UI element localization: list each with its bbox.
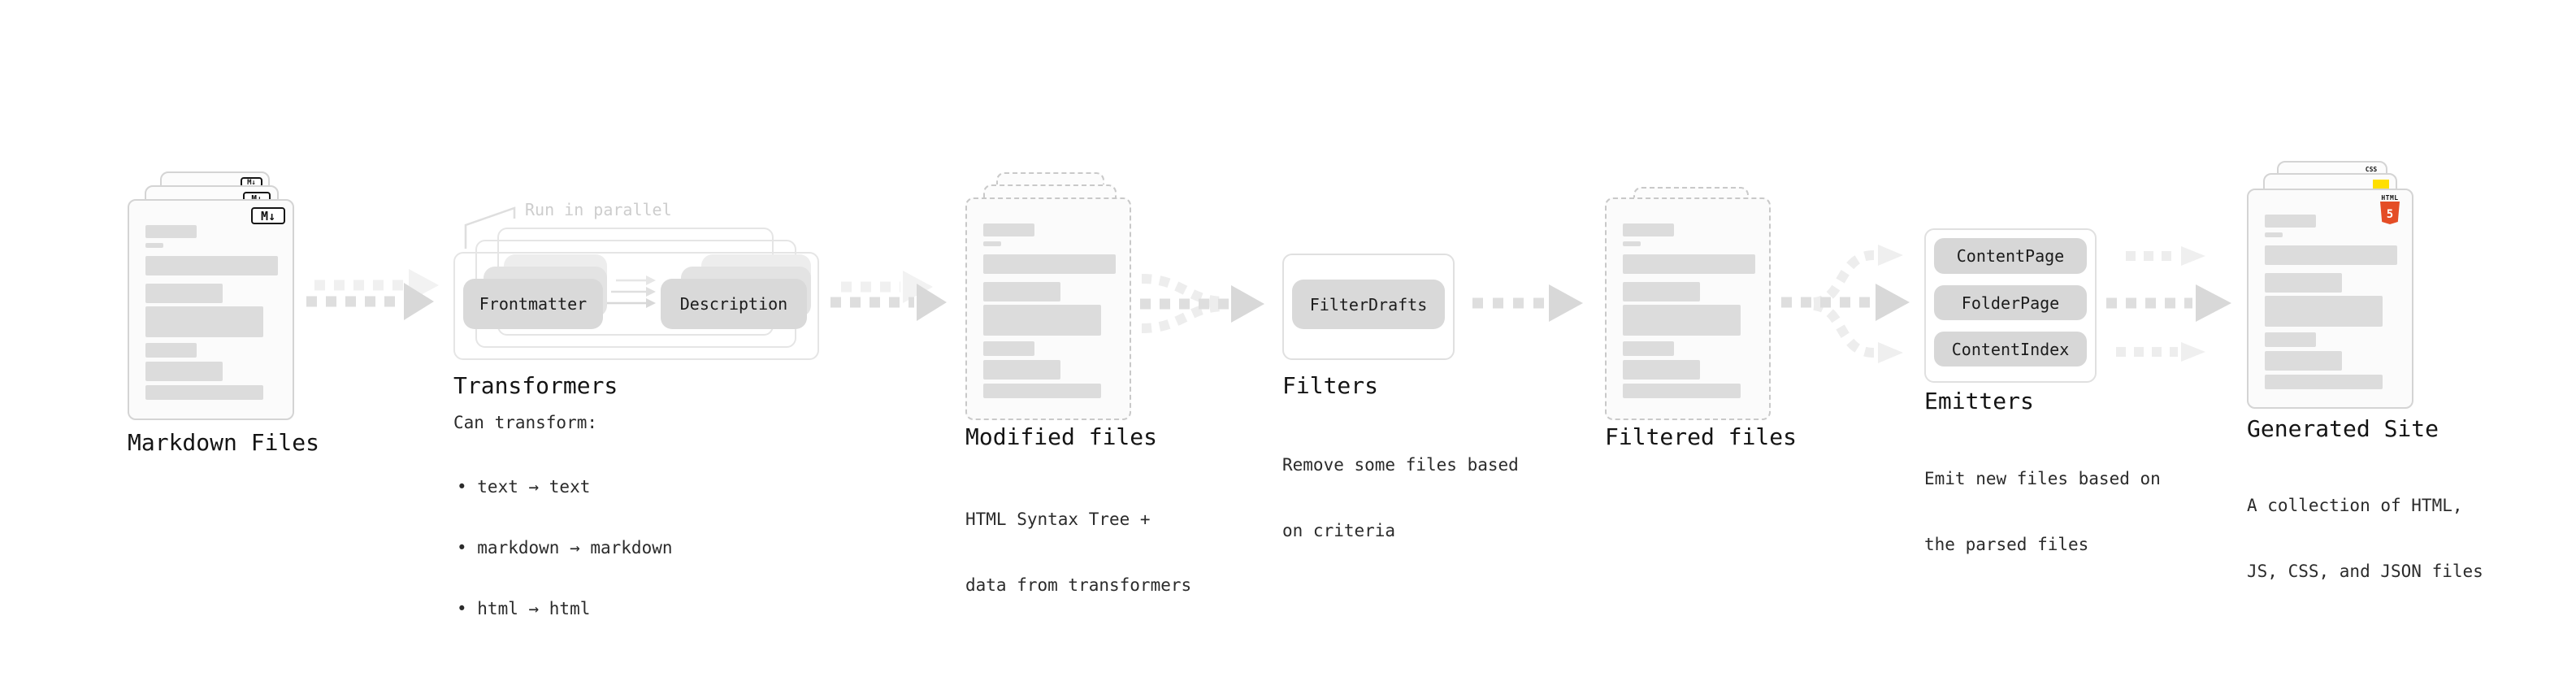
html-file-card: HTML 5	[2247, 189, 2413, 409]
filters-label: Filters	[1282, 372, 1379, 399]
markdown-file-card: M↓	[128, 199, 294, 420]
bullet-html-to-html: • html → html	[457, 599, 591, 618]
js-icon	[2373, 180, 2389, 189]
filters-desc-line2: on criteria	[1282, 521, 1396, 540]
filterdrafts-chip: FilterDrafts	[1292, 280, 1445, 329]
description-chip: Description	[661, 279, 807, 329]
doc-text-bar	[145, 362, 223, 381]
filtered-files-label: Filtered files	[1605, 423, 1798, 450]
html5-icon: HTML 5	[2379, 194, 2400, 224]
doc-text-bar	[1623, 341, 1674, 356]
modified-files-desc-line1: HTML Syntax Tree +	[965, 510, 1151, 529]
doc-text-bar	[983, 223, 1034, 236]
arrow-emitters-to-site	[2106, 246, 2231, 362]
doc-text-bar	[145, 243, 163, 248]
svg-text:5: 5	[2387, 208, 2393, 221]
doc-text-bar	[1623, 384, 1741, 398]
doc-text-bar	[145, 385, 263, 400]
filters-desc: Remove some files based on criteria	[1282, 410, 1519, 586]
arrow-filtered-to-emitters	[1781, 245, 1910, 363]
transformers-label: Transformers	[453, 372, 618, 399]
doc-text-bar	[983, 305, 1101, 336]
doc-text-bar	[983, 254, 1116, 274]
doc-text-bar	[2265, 215, 2316, 228]
emitters-label: Emitters	[1924, 388, 2034, 414]
doc-text-bar	[2265, 273, 2342, 293]
doc-text-bar	[983, 282, 1060, 301]
contentindex-chip: ContentIndex	[1934, 332, 2087, 367]
contentpage-chip: ContentPage	[1934, 238, 2087, 274]
doc-text-bar	[2265, 245, 2397, 265]
doc-text-bar	[1623, 305, 1741, 336]
arrow-filters-to-filtered	[1472, 284, 1583, 322]
doc-text-bar	[983, 341, 1034, 356]
doc-text-bar	[145, 306, 263, 337]
arrow-markdown-to-transformers	[306, 269, 439, 320]
modified-files-desc-line2: data from transformers	[965, 575, 1192, 595]
filters-desc-line1: Remove some files based	[1282, 455, 1519, 475]
doc-text-bar	[983, 384, 1101, 398]
transformer-box-front	[453, 252, 819, 360]
bullet-text-to-text: • text → text	[457, 477, 591, 497]
generated-site-desc-line1: A collection of HTML,	[2247, 496, 2463, 515]
run-in-parallel-bracket	[464, 206, 516, 249]
modified-files-label: Modified files	[965, 423, 1158, 450]
filters-box	[1282, 254, 1455, 360]
emitters-desc-line2: the parsed files	[1924, 535, 2089, 554]
doc-text-bar	[983, 241, 1001, 246]
doc-text-bar	[2265, 375, 2383, 389]
markdown-icon: M↓	[251, 207, 285, 224]
doc-text-bar	[2265, 351, 2342, 371]
doc-text-bar	[2265, 296, 2383, 327]
doc-text-bar	[983, 360, 1060, 380]
markdown-files-label: Markdown Files	[128, 429, 320, 456]
doc-text-bar	[2265, 332, 2316, 347]
run-in-parallel-note: Run in parallel	[525, 200, 672, 219]
doc-text-bar	[1623, 282, 1700, 301]
doc-text-bar	[1623, 254, 1755, 274]
folderpage-chip: FolderPage	[1934, 285, 2087, 320]
frontmatter-chip: Frontmatter	[463, 279, 603, 329]
emitters-box	[1924, 228, 2097, 383]
html5-shield: 5	[2380, 202, 2400, 224]
doc-text-bar	[1623, 241, 1641, 246]
transformers-bullets: • text → text • markdown → markdown • ht…	[457, 436, 673, 660]
arrow-transformers-to-modified	[830, 271, 947, 321]
doc-text-bar	[145, 256, 278, 275]
modified-file-card	[965, 197, 1131, 420]
doc-text-bar	[145, 343, 197, 358]
modified-files-desc: HTML Syntax Tree + data from transformer…	[965, 465, 1191, 640]
doc-text-bar	[1623, 223, 1674, 236]
emitters-desc: Emit new files based on the parsed files	[1924, 424, 2161, 600]
generated-site-desc-line2: JS, CSS, and JSON files	[2247, 562, 2483, 581]
bullet-markdown-to-markdown: • markdown → markdown	[457, 538, 673, 557]
doc-text-bar	[2265, 232, 2283, 237]
mini-arrows-frontmatter-to-description	[606, 275, 656, 308]
transformers-desc-heading: Can transform:	[453, 413, 598, 432]
emitters-desc-line1: Emit new files based on	[1924, 469, 2161, 488]
generated-site-label: Generated Site	[2247, 415, 2439, 442]
doc-text-bar	[1623, 360, 1700, 380]
doc-text-bar	[145, 225, 197, 238]
generated-site-desc: A collection of HTML, JS, CSS, and JSON …	[2247, 451, 2483, 627]
doc-text-bar	[145, 284, 223, 303]
filtered-file-card	[1605, 197, 1771, 420]
arrow-modified-to-filters	[1140, 274, 1264, 333]
